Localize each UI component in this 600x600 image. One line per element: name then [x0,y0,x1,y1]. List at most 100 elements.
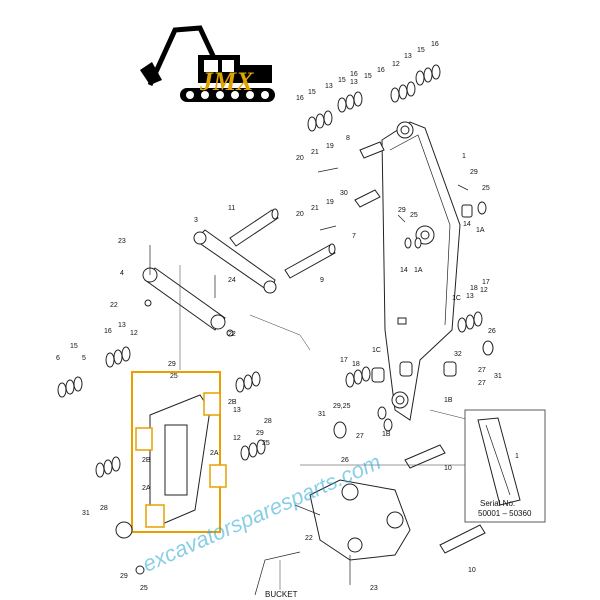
serial-label: Serial No. [480,499,515,508]
part-label-l16b: 16 [377,67,385,74]
bucket-link-part-2 [131,371,227,533]
part-label-l32: 32 [454,351,462,358]
part-label-l29a: 29 [470,169,478,176]
part-label-l8: 8 [346,135,350,142]
link-part-3 [193,229,277,294]
highlight-frame [131,371,221,533]
part-label-l1b: 1 [515,453,519,460]
bolts [115,167,469,585]
part-label-l28b: 28 [100,505,108,512]
part-label-l22b: 22 [228,331,236,338]
serial-range: 50001 – 50360 [478,509,532,518]
part-label-l17b: 17 [340,357,348,364]
part-label-l19a: 19 [326,143,334,150]
part-label-l27c: 27 [478,367,486,374]
part-label-l12c: 12 [480,287,488,294]
part-label-l11: 11 [228,205,235,212]
part-label-l25d: 25 [262,440,270,447]
washer-stack-left [57,346,131,398]
washer-stack-right [345,311,483,388]
part-label-l18b: 18 [352,361,360,368]
bucket-bracket [254,479,411,596]
part-label-l10a: 10 [444,465,452,472]
washer-stack-top-left [307,110,333,132]
part-label-l14a: 14 [463,221,471,228]
part-label-l21b: 21 [311,205,319,212]
excavator-logo: JMX [140,25,275,102]
part-label-l29b: 29 [398,207,406,214]
part-label-l18a: 18 [470,285,478,292]
washer-stack-top-right [390,81,416,103]
part-label-l2925: 29,25 [333,403,351,410]
part-label-l6: 6 [56,355,60,362]
part-label-l13e: 13 [466,293,474,300]
part-label-l7: 7 [352,233,356,240]
part-label-l15d: 15 [308,89,316,96]
pin-part-11 [229,208,279,247]
part-label-l23b: 23 [370,585,378,592]
part-label-l10b: 10 [468,567,476,574]
part-label-l28a: 28 [264,418,272,425]
part-label-l9: 9 [320,277,324,284]
pin-part-8 [359,141,385,159]
serial-inset: Serial No. 50001 – 50360 [464,409,546,523]
washer-stack-top-mid [337,91,363,113]
part-reference-labels: 1615131216151316151316151820211929253011… [56,41,519,592]
part-label-l2A: 2A [210,450,219,457]
washer-stack-bottom-left [95,456,121,478]
part-label-l31b: 31 [82,510,90,517]
part-label-l19b: 19 [326,199,334,206]
part-label-l23a: 23 [118,238,126,245]
part-label-l15e: 15 [70,343,78,350]
part-label-l13a: 13 [404,53,412,60]
part-label-l25c: 25 [170,373,178,380]
part-label-l1C: 1C [452,295,461,302]
part-label-l26b: 26 [341,457,349,464]
part-label-l17a: 17 [482,279,490,286]
part-label-l25b: 25 [410,212,418,219]
washer-stack-mid [235,371,266,461]
part-label-l12b: 12 [130,330,138,337]
part-label-l13c: 13 [325,83,333,90]
part-label-l16c: 16 [350,71,358,78]
part-label-l13d: 13 [118,322,126,329]
part-label-l1Cb: 1C [372,347,381,354]
pin-part-7 [354,189,381,208]
part-label-l22c: 22 [305,535,313,542]
part-label-l13b: 13 [350,79,358,86]
part-label-l5: 5 [82,355,86,362]
part-label-l2Ba: 2B [142,457,151,464]
part-label-l1Ba: 1B [444,397,453,404]
part-label-l2B: 2B [228,399,237,406]
pin-part-9 [284,243,336,279]
part-label-l21a: 21 [311,149,319,156]
part-label-l20a: 20 [296,155,304,162]
washer-stack-top-far [415,64,441,86]
part-label-l13f: 13 [233,407,241,414]
part-label-l30: 30 [340,190,348,197]
bushings [333,201,494,439]
part-label-l20b: 20 [296,211,304,218]
part-label-l15c: 15 [338,77,346,84]
part-label-l25a: 25 [482,185,490,192]
link-part-4 [142,267,226,331]
part-label-l12a: 12 [392,61,400,68]
part-label-l25e: 25 [140,585,148,592]
part-label-l31c: 31 [318,411,326,418]
part-label-l22a: 22 [110,302,118,309]
part-label-l14b: 14 [400,267,408,274]
part-label-l2Aa: 2A [142,485,151,492]
part-label-l24: 24 [228,277,236,284]
bucket-label: BUCKET [265,590,298,599]
part-label-l15a: 15 [417,47,425,54]
part-label-l27b: 27 [356,433,364,440]
part-label-l29c: 29 [168,361,176,368]
part-label-l1Ab: 1A [414,267,423,274]
pin-part-10a [404,444,446,469]
part-label-l16e: 16 [104,328,112,335]
logo-text: JMX [199,67,254,96]
part-label-l1: 1 [462,153,466,160]
part-label-l27a: 27 [478,380,486,387]
part-label-l31a: 31 [494,373,502,380]
